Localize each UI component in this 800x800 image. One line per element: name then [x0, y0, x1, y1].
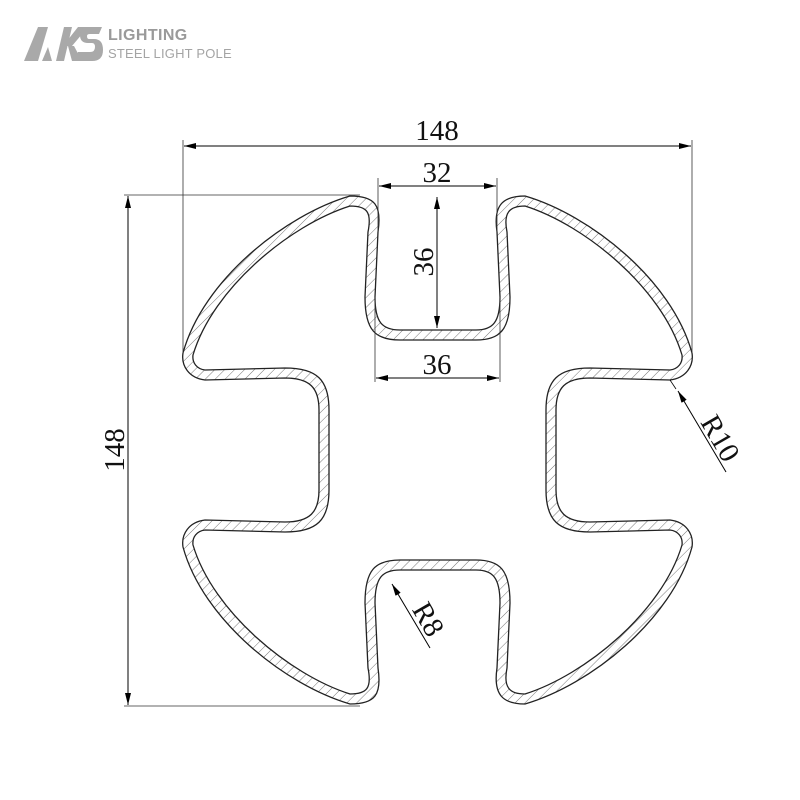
extension-lines [124, 140, 693, 707]
profile-wall [182, 195, 693, 705]
dim-label-slot-width-bottom: 36 [423, 349, 452, 381]
brand-subtitle: STEEL LIGHT POLE [108, 46, 232, 61]
dim-label-corner-radius: R10 [694, 410, 746, 468]
aks-logo-icon [24, 27, 103, 61]
dim-label-overall-width: 148 [415, 115, 459, 147]
dim-label-slot-radius: R8 [405, 597, 450, 642]
leader-radius-corner [677, 390, 727, 473]
dim-label-slot-width-top: 32 [423, 157, 452, 189]
brand-title: LIGHTING [108, 27, 188, 44]
brand-header: LIGHTING STEEL LIGHT POLE [22, 24, 232, 64]
leader-radius-corner-extension [669, 379, 677, 390]
dim-label-overall-height: 148 [99, 428, 131, 472]
leader-radius-slot [391, 583, 431, 649]
dim-label-slot-depth: 36 [408, 248, 440, 277]
